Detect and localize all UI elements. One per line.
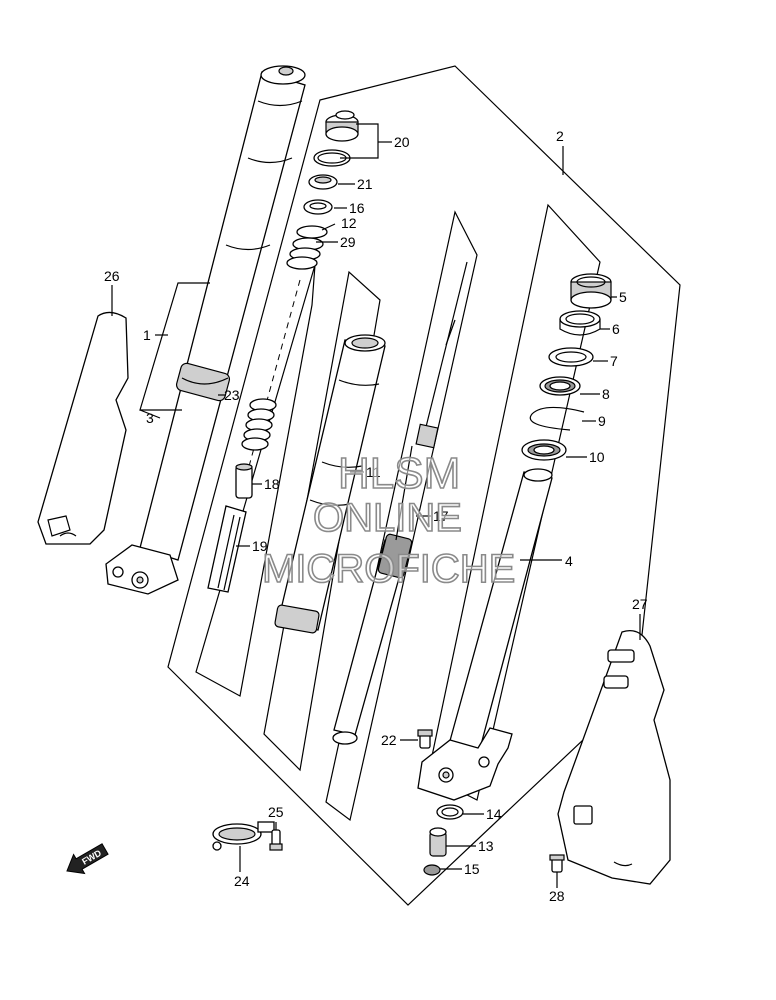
fork-guard-part-27 — [557, 629, 671, 885]
callout-5: 5 — [619, 289, 627, 305]
watermark-line-2: ONLINE — [313, 496, 462, 540]
watermark-line-1: HLSM — [338, 449, 460, 498]
forward-arrow-icon: FWD — [66, 843, 109, 875]
washer-part-21 — [308, 174, 338, 190]
callout-27: 27 — [632, 596, 648, 612]
callout-19: 19 — [252, 538, 268, 554]
callout-14: 14 — [486, 806, 502, 822]
callout-9: 9 — [598, 413, 606, 429]
callout-10: 10 — [589, 449, 605, 465]
oil-seal-part-8 — [539, 376, 581, 396]
washer-part-15 — [423, 864, 441, 876]
top-cap-part-20 — [313, 110, 359, 167]
o-ring-part-14 — [436, 804, 464, 820]
bushing-part-5 — [570, 273, 612, 309]
outer-tube-part-4 — [417, 468, 553, 801]
bolt-part-22 — [417, 729, 433, 749]
callout-23: 23 — [224, 387, 240, 403]
callout-28: 28 — [549, 888, 565, 904]
callout-15: 15 — [464, 861, 480, 877]
leader-lines — [111, 123, 641, 888]
inner-tube-part-11 — [274, 334, 386, 634]
spacer-part-19 — [207, 505, 247, 593]
callout-18: 18 — [264, 476, 280, 492]
callout-2: 2 — [556, 128, 564, 144]
clip-part-9 — [529, 406, 585, 431]
dust-seal-part-10 — [521, 439, 567, 461]
fork-guard-part-26 — [37, 311, 129, 545]
callout-17: 17 — [433, 508, 449, 524]
callout-16: 16 — [349, 200, 365, 216]
fork-tube-part-1 — [105, 65, 306, 595]
callout-4: 4 — [565, 553, 573, 569]
callout-7: 7 — [610, 353, 618, 369]
bolt-part-25 — [269, 829, 283, 851]
watermark: HLSM ONLINE MICROFICHE — [261, 448, 516, 592]
callout-22: 22 — [381, 732, 397, 748]
panel-inner-tube — [263, 270, 381, 772]
callout-20: 20 — [394, 134, 410, 150]
main-spring — [241, 398, 277, 451]
washer-part-7 — [548, 347, 594, 367]
callout-11: 11 — [366, 464, 381, 480]
bushing-part-6 — [559, 310, 601, 336]
collar-part-18 — [235, 463, 253, 499]
callout-25: 25 — [268, 804, 284, 820]
spring-part-29 — [286, 225, 328, 270]
plug-part-13 — [429, 827, 447, 857]
panel-damper-rod — [325, 210, 478, 822]
callout-6: 6 — [612, 321, 620, 337]
clamp-part-24 — [212, 821, 275, 851]
callout-8: 8 — [602, 386, 610, 402]
callout-21: 21 — [357, 176, 373, 192]
callout-3: 3 — [146, 410, 154, 426]
watermark-line-3: MICROFICHE — [262, 547, 515, 591]
callout-29: 29 — [340, 234, 356, 250]
callout-13: 13 — [478, 838, 494, 854]
callout-12: 12 — [341, 215, 357, 231]
callout-labels: 1 2 3 4 5 6 7 8 9 10 11 12 13 14 15 16 1… — [104, 128, 648, 904]
callout-26: 26 — [104, 268, 120, 284]
callout-24: 24 — [234, 873, 250, 889]
washer-part-16 — [303, 199, 333, 215]
damper-rod-part-17 — [332, 261, 468, 745]
bolt-part-28 — [549, 854, 565, 873]
callout-1: 1 — [143, 327, 151, 343]
panel-spring-group — [195, 264, 316, 697]
